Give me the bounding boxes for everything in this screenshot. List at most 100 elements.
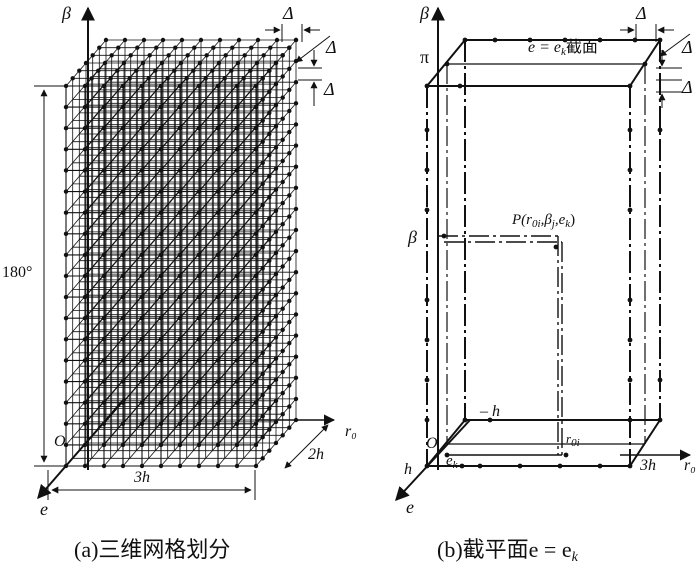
grid-node: [135, 45, 140, 50]
grid-node: [287, 172, 292, 177]
grid-node: [287, 404, 292, 409]
grid-node: [241, 76, 246, 81]
grid-node: [280, 53, 285, 58]
grid-node: [196, 273, 202, 279]
grid-node: [158, 168, 164, 173]
frame-node: [627, 83, 633, 89]
grid-node: [63, 231, 69, 236]
frame-node: [627, 463, 633, 469]
frame-node: [627, 417, 633, 423]
grid-node: [287, 151, 292, 156]
grid-node: [260, 308, 265, 313]
grid-node: [234, 210, 240, 215]
grid-node: [215, 379, 221, 384]
grid-node: [158, 252, 164, 258]
grid-node: [273, 250, 279, 256]
grid-node: [215, 147, 221, 152]
grid-node: [172, 68, 177, 73]
frame-node: [627, 167, 633, 173]
grid-node: [139, 400, 145, 405]
grid-node: [267, 427, 272, 432]
grid-node: [215, 210, 221, 215]
grid-node: [216, 60, 222, 66]
grid-node: [191, 68, 196, 73]
grid-node: [139, 147, 145, 152]
grid-node: [158, 316, 164, 321]
height-dim-label: 180°: [2, 264, 33, 281]
grid-node: [89, 76, 94, 81]
grid-node: [139, 83, 145, 89]
grid-node: [63, 400, 69, 405]
point-p-end: ): [570, 212, 576, 228]
grid-node: [101, 463, 107, 469]
grid-node: [235, 60, 241, 66]
grid-node: [287, 383, 292, 388]
section-panel: [395, 6, 692, 502]
frame-node: [627, 377, 633, 383]
frame-node: [487, 417, 493, 423]
grid-node: [253, 189, 259, 194]
grid-node: [177, 358, 183, 363]
r0i-sub: 0i: [571, 437, 580, 449]
grid-node: [260, 456, 265, 461]
delta-label-side: Δ: [326, 37, 337, 57]
grid-node: [63, 442, 69, 448]
caption-b-main: (b)截平面e = e: [437, 537, 572, 562]
grid-node: [120, 442, 126, 448]
grid-node: [267, 321, 272, 327]
frame-node: [424, 127, 430, 133]
grid-node: [101, 210, 107, 215]
grid-node: [177, 104, 183, 110]
grid-node: [196, 442, 202, 448]
grid-node: [120, 231, 126, 236]
grid-node: [139, 168, 145, 173]
grid-node: [260, 392, 265, 398]
grid-node: [260, 329, 265, 334]
grid-node: [223, 53, 228, 58]
grid-node: [280, 243, 285, 248]
grid-node: [101, 231, 107, 236]
grid-node: [82, 168, 88, 173]
grid-node: [253, 210, 259, 215]
grid-node: [121, 60, 127, 66]
minus-h-label: – h: [480, 403, 500, 420]
grid-node: [234, 252, 240, 258]
grid-node: [293, 312, 299, 317]
grid-node: [253, 147, 259, 152]
grid-node: [184, 76, 189, 81]
grid-node: [211, 45, 216, 50]
grid-node: [287, 256, 292, 261]
grid-node: [260, 266, 265, 271]
grid-node: [280, 285, 285, 290]
grid-node: [267, 152, 272, 158]
frame-node: [562, 37, 568, 43]
grid-node: [63, 168, 69, 173]
grid-node: [267, 258, 272, 263]
grid-node: [115, 68, 120, 73]
grid-node: [141, 37, 147, 43]
grid-node: [260, 287, 265, 292]
grid-node: [101, 442, 107, 448]
grid-node: [287, 235, 292, 240]
grid-node: [139, 210, 145, 215]
grid-node: [82, 379, 88, 384]
grid-node: [293, 396, 299, 402]
grid-node: [280, 412, 285, 417]
ek-a: e: [446, 453, 453, 469]
grid-node: [101, 400, 107, 405]
grid-node: [120, 189, 126, 194]
front-frame: [426, 39, 661, 467]
grid-node: [177, 147, 183, 152]
grid-node: [267, 342, 272, 348]
grid-node: [234, 442, 240, 448]
grid-node: [196, 83, 202, 89]
grid-node: [101, 294, 107, 300]
grid-node: [179, 37, 185, 43]
grid-node: [101, 358, 107, 363]
grid-node: [273, 166, 279, 171]
grid-node: [82, 83, 88, 89]
grid-node: [198, 37, 204, 43]
grid-node: [122, 37, 128, 43]
grid-node: [102, 60, 108, 66]
